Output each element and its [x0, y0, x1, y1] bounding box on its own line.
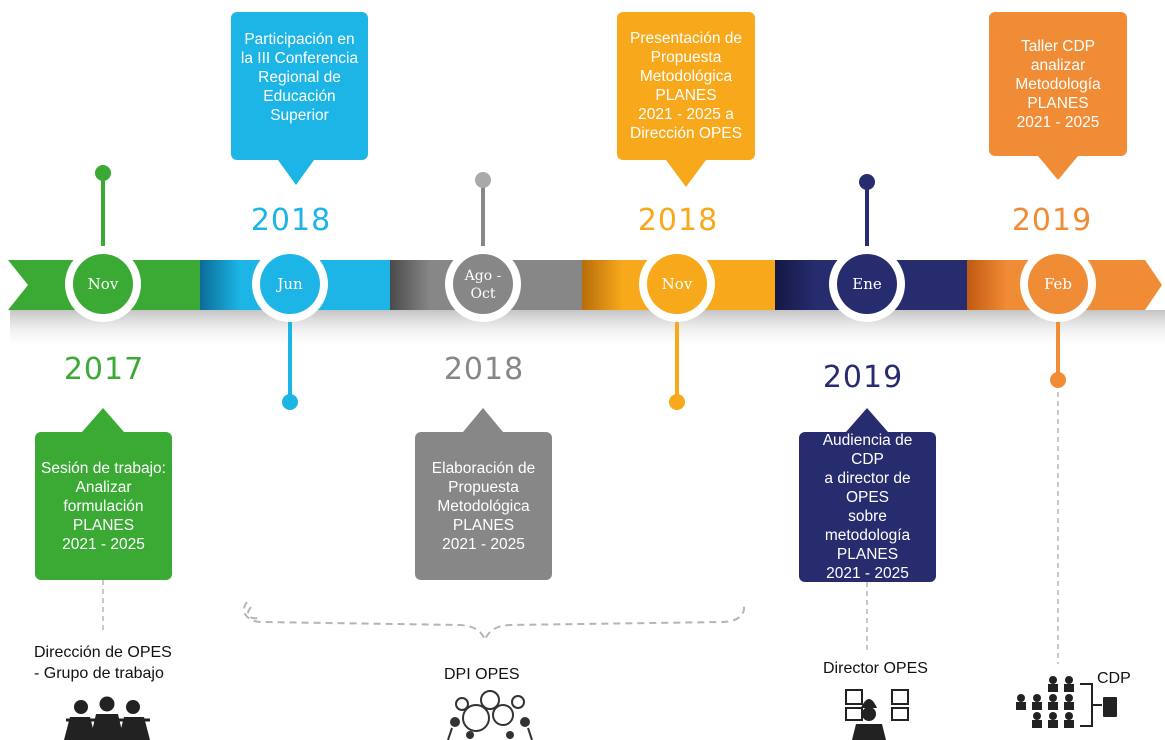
dashed-connectors	[102, 392, 1059, 664]
year-label: 2018	[637, 203, 719, 238]
connector-stems	[95, 165, 1066, 410]
event-box: Taller CDP analizar Metodología PLANES 2…	[989, 12, 1127, 156]
event-box: Presentación de Propuesta Metodológica P…	[617, 12, 755, 160]
month-markers	[65, 246, 1096, 322]
participant-label: Dirección de OPES - Grupo de trabajo	[34, 644, 172, 682]
callout-pointers	[82, 156, 1078, 432]
participant-label: CDP	[1097, 670, 1131, 687]
month-label: Jun	[277, 275, 303, 293]
gears-team-icon	[447, 690, 533, 740]
participant-label: Director OPES	[823, 660, 928, 677]
month-label: Ene	[852, 275, 882, 293]
timeline-band	[8, 260, 1162, 310]
event-box: Audiencia de CDP a director de OPES sobr…	[799, 432, 936, 582]
participant-label: DPI OPES	[444, 666, 520, 683]
month-label: Feb	[1043, 275, 1073, 293]
event-box: Participación en la III Conferencia Regi…	[231, 12, 368, 160]
people-group-icon	[64, 696, 150, 740]
engineer-icon	[845, 689, 909, 740]
event-box: Elaboración de Propuesta Metodológica PL…	[415, 432, 552, 580]
organization-chart-icon	[1016, 676, 1117, 728]
month-label: Ago - Oct	[464, 268, 502, 302]
month-label: Nov	[661, 275, 693, 293]
year-label: 2018	[443, 352, 525, 387]
month-label: Nov	[87, 275, 119, 293]
event-box: Sesión de trabajo: Analizar formulación …	[35, 432, 172, 580]
year-label: 2019	[1011, 203, 1093, 238]
year-label: 2019	[822, 360, 904, 395]
year-label: 2018	[250, 203, 332, 238]
span-brace	[243, 601, 745, 643]
year-label: 2017	[63, 352, 145, 387]
band-shadow	[10, 310, 1165, 350]
